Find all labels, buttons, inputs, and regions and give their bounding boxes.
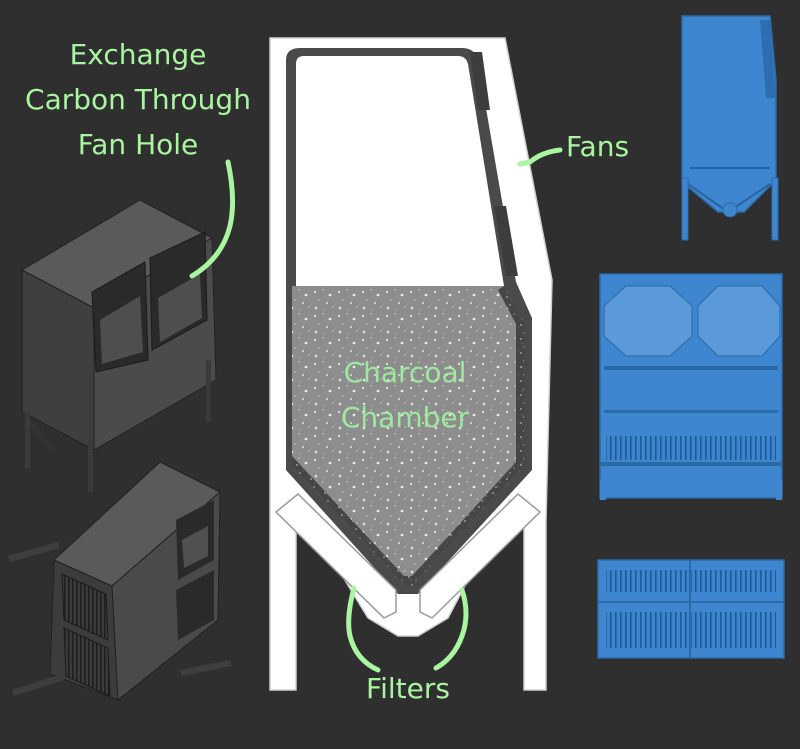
exchange-pointer (189, 159, 236, 279)
annotation-arrows (189, 147, 563, 673)
charcoal-label: Charcoal Chamber (300, 350, 510, 440)
cabinet-model-upright (20, 199, 217, 492)
blue-model-front (599, 273, 783, 500)
exchange-label-line: Carbon Through (25, 83, 251, 116)
charcoal-label-line: Chamber (340, 401, 470, 434)
air-space (296, 56, 504, 286)
exchange-label: Exchange Carbon Through Fan Hole (0, 32, 276, 167)
fans-label-text: Fans (566, 130, 630, 163)
fan-rail (470, 52, 490, 110)
charcoal-fill (292, 286, 524, 586)
filters-label-text: Filters (366, 672, 450, 705)
cabinet-model-inverted (8, 461, 232, 701)
charcoal-label-line: Charcoal (343, 356, 467, 389)
filter-panel-left (274, 492, 397, 619)
filters-pointer-left (346, 585, 381, 673)
exchange-label-line: Fan Hole (77, 128, 199, 161)
filter-panel-right (419, 492, 542, 619)
filters-pointer-right (433, 587, 469, 671)
blue-model-bottom (597, 559, 785, 659)
fans-label: Fans (566, 124, 646, 169)
exchange-label-line: Exchange (69, 38, 207, 71)
blue-model-side (681, 15, 779, 241)
filters-label: Filters (340, 666, 476, 711)
cross-section (269, 37, 553, 691)
fans-pointer (517, 147, 563, 167)
fan-rail (494, 206, 518, 276)
